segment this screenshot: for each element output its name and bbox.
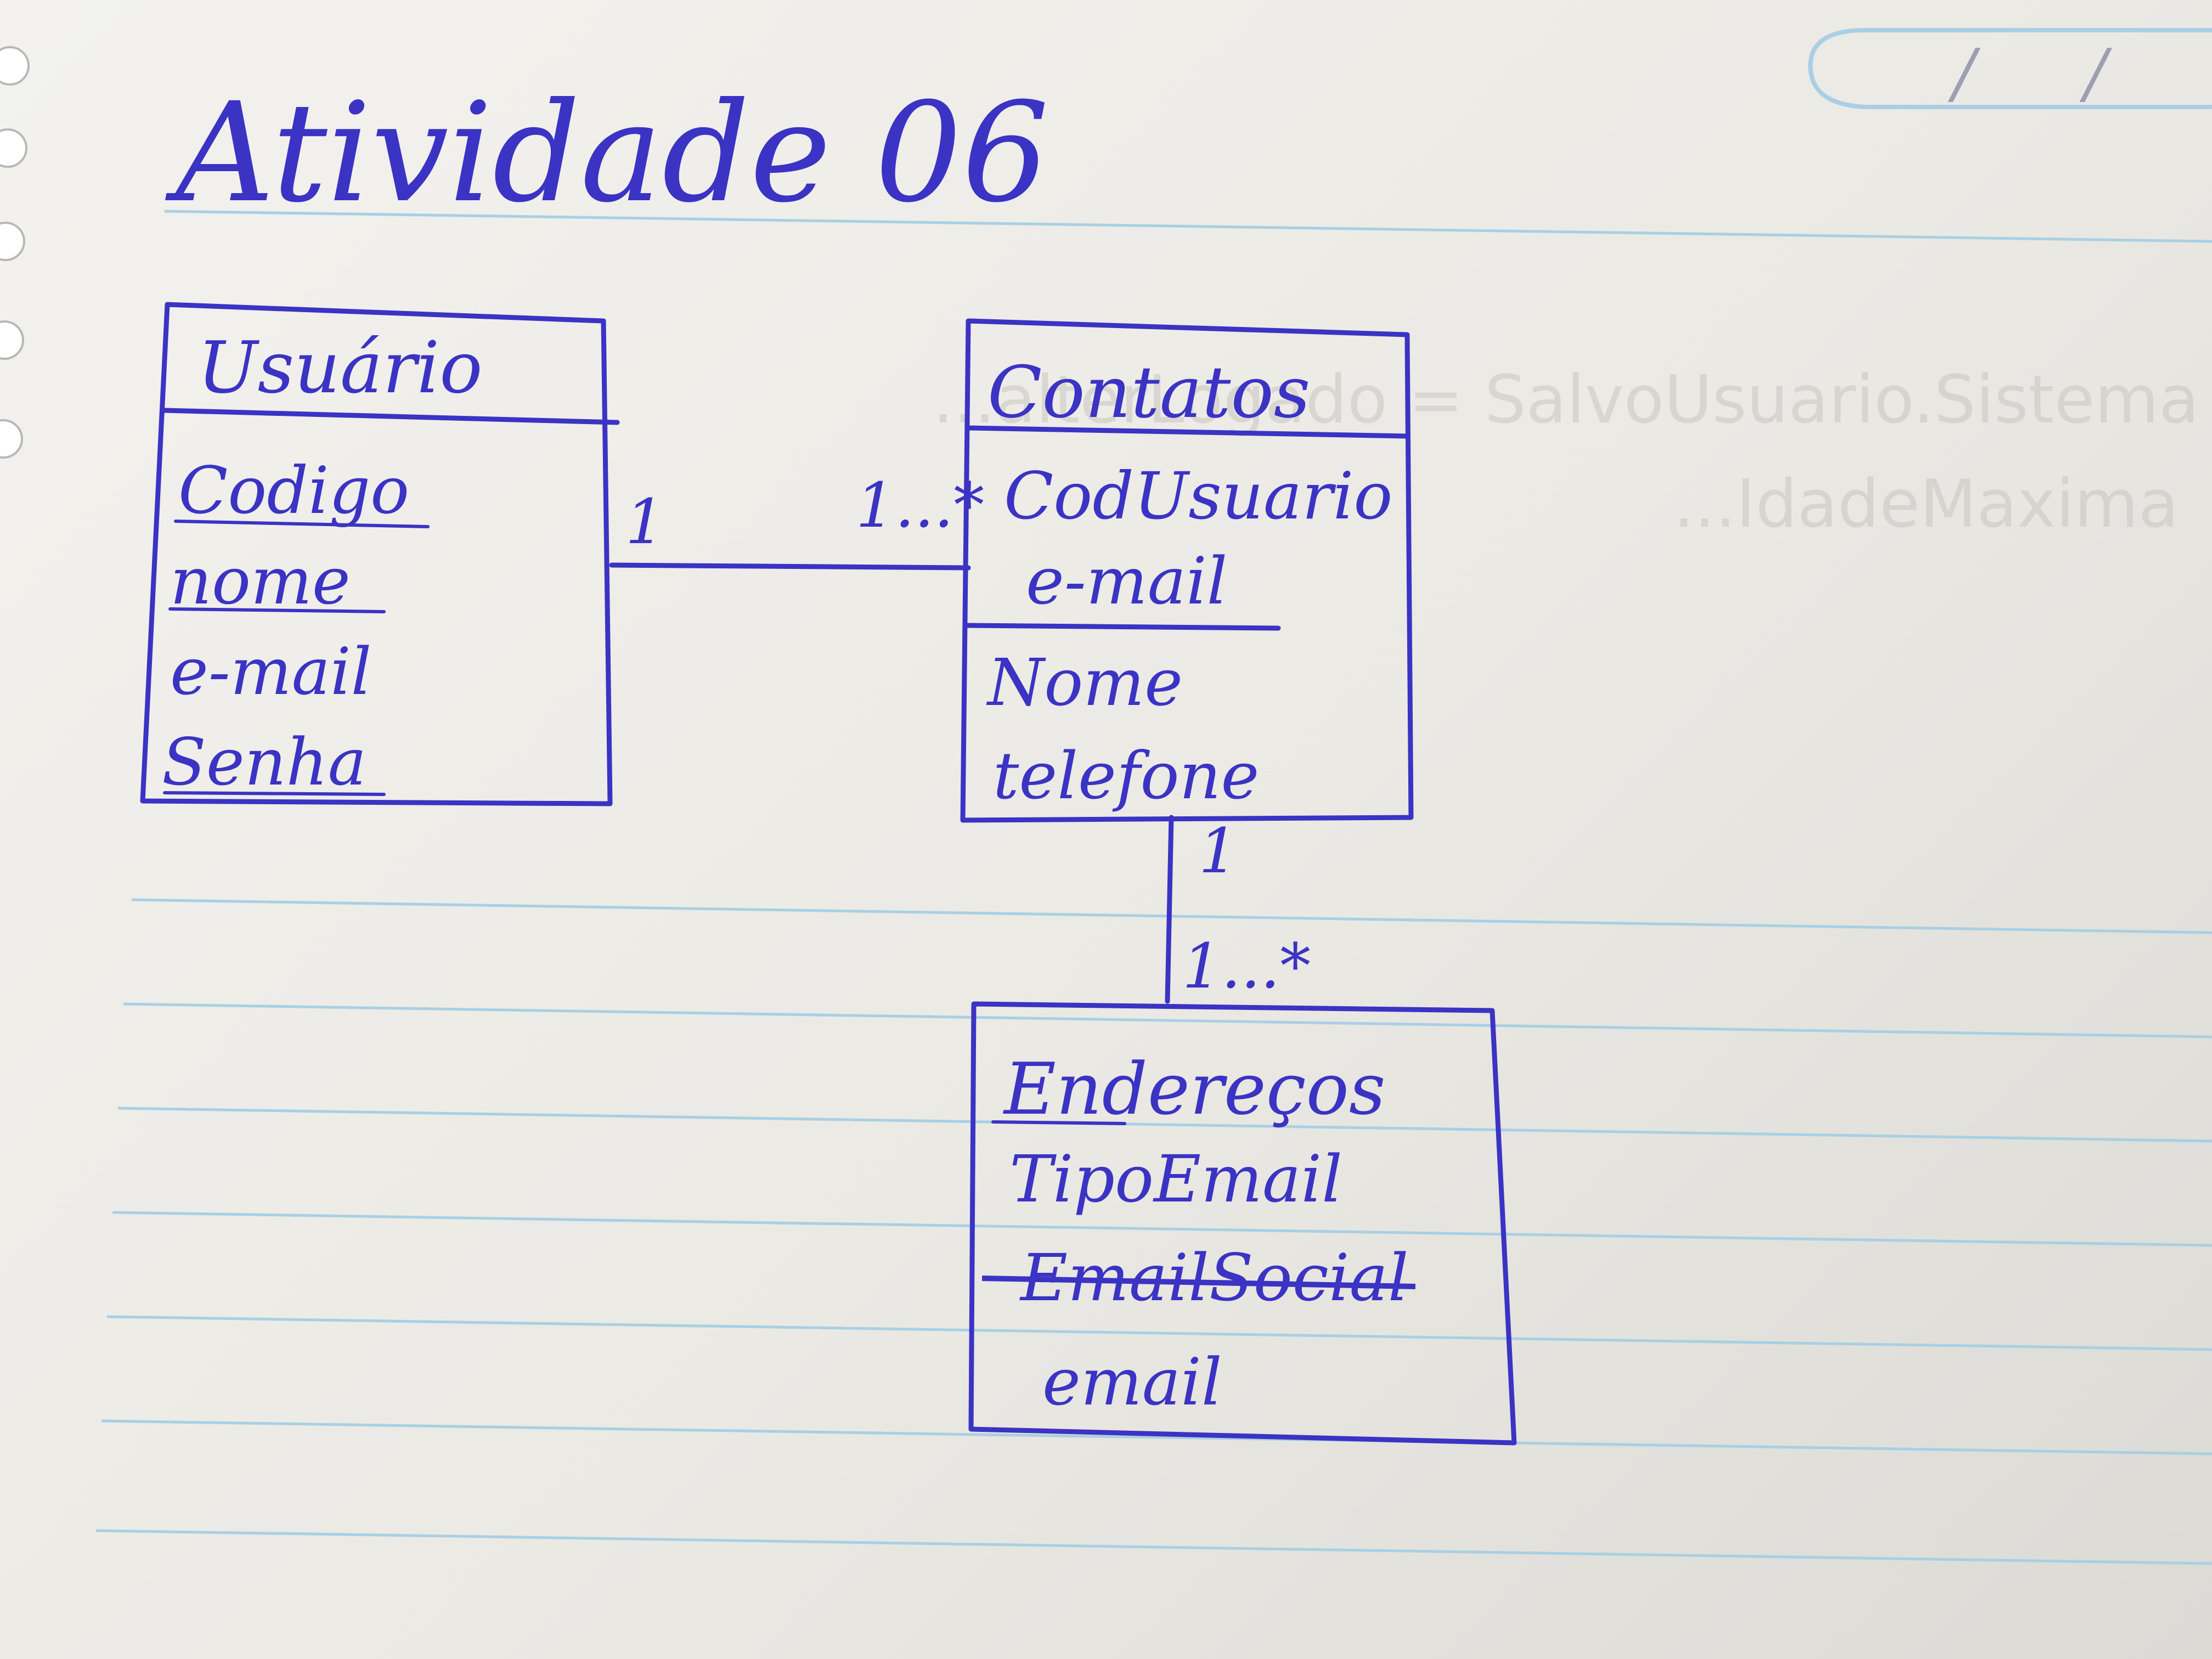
attr-telefone: telefone (993, 738, 1259, 814)
strike-through (981, 1276, 1416, 1289)
class-contatos: Contatos CodUsuario e-mail Nome telefone (960, 318, 1414, 823)
mult-enderecos-side: 1...* (1182, 931, 1311, 1002)
attr-nome-contato: Nome (986, 645, 1183, 720)
association-usuario-contatos: 1 1...* (609, 470, 984, 571)
date-separator-1: / (1948, 36, 1981, 112)
ruled-lines (95, 210, 2212, 1565)
date-box: / / (1808, 28, 2212, 112)
bleed-through-text: ...alterLogado = SalvoUsuario.Sistema - … (933, 362, 2212, 543)
attr-email: e-mail (170, 634, 371, 709)
attr-email-endereco: email (1042, 1344, 1222, 1420)
class-usuario: Usuário Codigo nome e-mail Senha (140, 302, 620, 806)
mult-usuario-side: 1 (625, 487, 664, 558)
svg-text:...IdadeMaxima: ...IdadeMaxima (1673, 466, 2179, 543)
spiral-holes (0, 46, 30, 459)
page-title: Atividade 06 (165, 73, 1049, 233)
key-email: e-mail (1026, 543, 1227, 619)
attr-codigo: Codigo (178, 453, 409, 528)
class-name-enderecos: Endereços (1003, 1047, 1386, 1131)
mult-contatos-side: 1...* (856, 470, 984, 541)
class-enderecos: Endereços TipoEmail EmailSocial email (968, 1001, 1517, 1446)
svg-text:...alterLogado = SalvoUsuario.: ...alterLogado = SalvoUsuario.Sistema - … (933, 362, 2212, 438)
date-separator-2: / (2079, 36, 2113, 112)
association-contatos-enderecos: 1 1...* (1165, 815, 1311, 1004)
mult-contatos-lower: 1 (1199, 816, 1238, 887)
key-codusuario: CodUsuario (1004, 458, 1392, 534)
class-name-usuario: Usuário (198, 326, 483, 409)
class-name-contatos: Contatos (988, 351, 1310, 434)
attr-senha: Senha (162, 724, 366, 800)
attr-nome: nome (170, 543, 351, 619)
attr-tipoemail: TipoEmail (1009, 1141, 1342, 1217)
